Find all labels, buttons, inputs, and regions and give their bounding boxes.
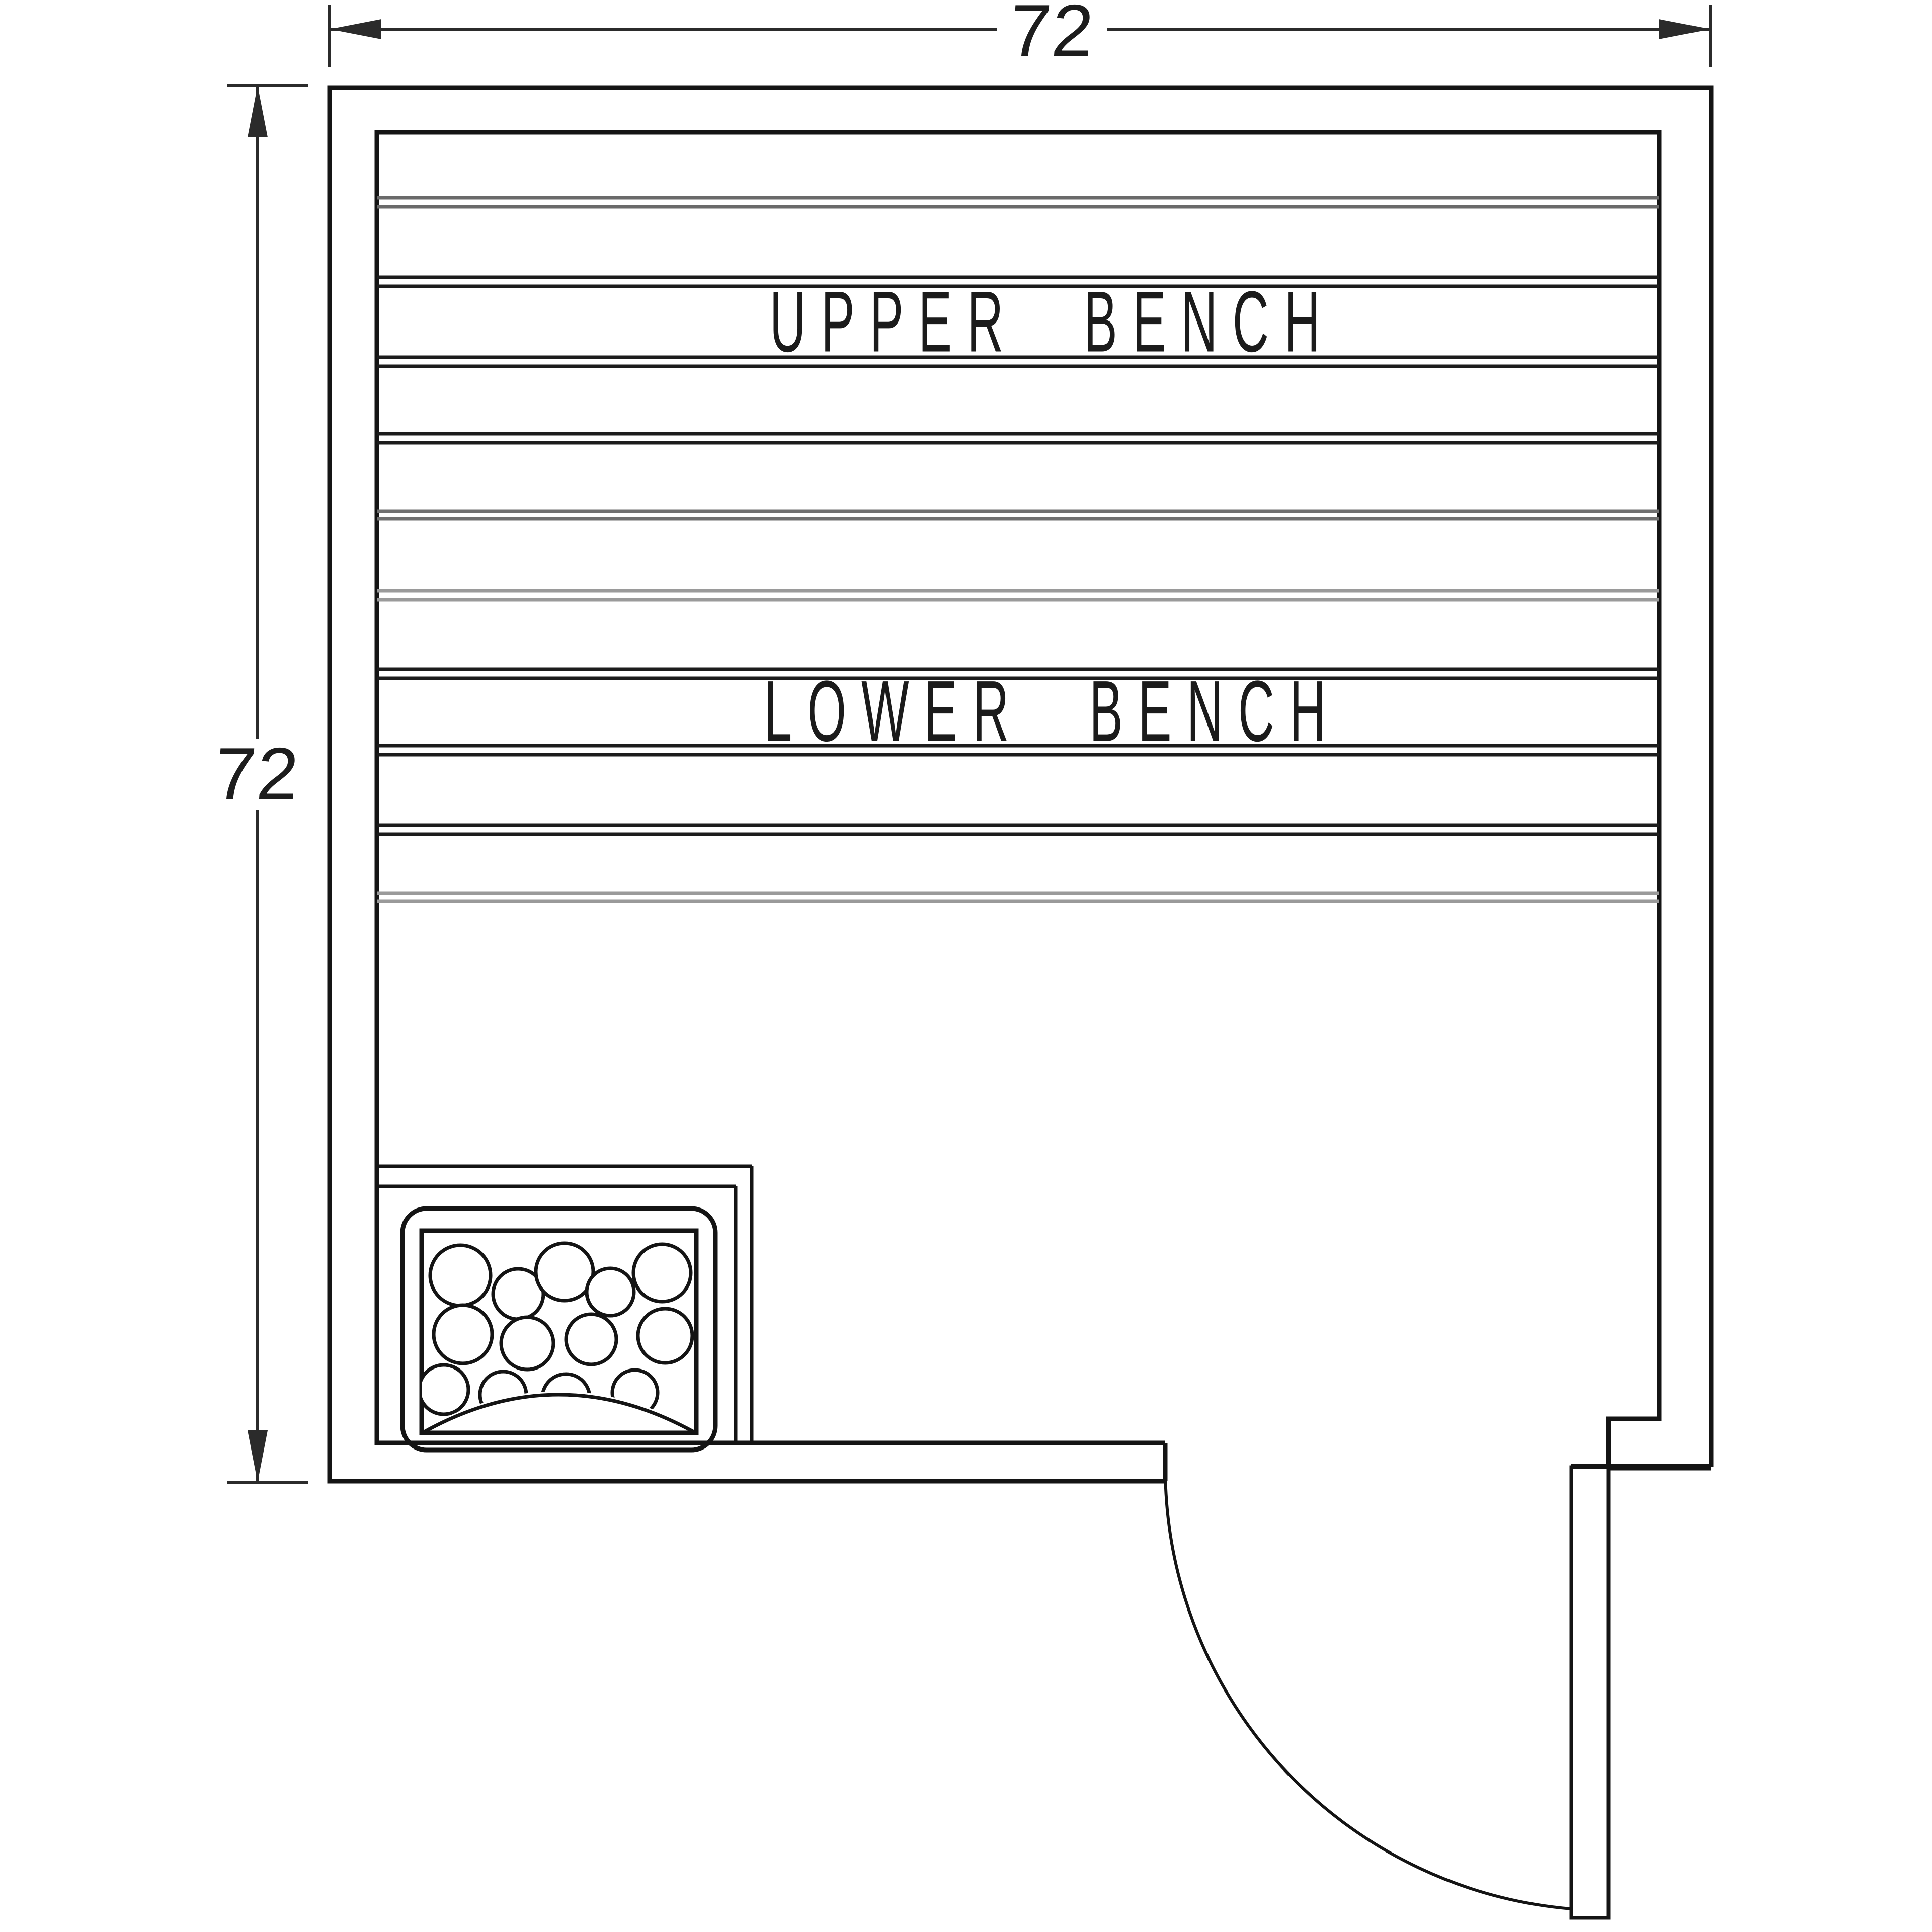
lower-bench (377, 667, 1659, 903)
heater-body-outline (400, 1206, 718, 1453)
upper-bench (377, 196, 1659, 602)
rock (585, 1266, 636, 1318)
heater (377, 1164, 754, 1453)
bench-planks (377, 196, 1659, 903)
rock (534, 1241, 595, 1303)
upper-bench-label: UPPER BENCH (769, 273, 1336, 371)
rock (499, 1315, 555, 1372)
rock (428, 1243, 493, 1308)
rock (631, 1242, 693, 1304)
rock (610, 1368, 660, 1417)
rock (636, 1307, 694, 1365)
rock (540, 1372, 592, 1423)
rock (422, 1363, 470, 1416)
rock (564, 1312, 618, 1366)
top-dim-arrow-left (330, 19, 381, 39)
rock (478, 1370, 528, 1420)
left-dim-arrow-bottom (248, 1430, 268, 1482)
door (1164, 1465, 1611, 1920)
heater-rock-tray (419, 1228, 699, 1435)
left-dimension-value: 72 (212, 733, 302, 816)
door-leaf (1569, 1465, 1611, 1920)
top-dim-arrow-right (1659, 19, 1711, 39)
heater-front-arc (423, 1393, 695, 1434)
left-dim-arrow-top (248, 86, 268, 137)
lower-bench-label: LOWER BENCH (764, 663, 1341, 760)
top-dimension (328, 5, 1712, 67)
heater-guard-rail (377, 1164, 754, 1443)
left-dimension (227, 84, 308, 1484)
outer-wall-outline (327, 85, 1714, 1484)
rock (432, 1303, 494, 1365)
top-dimension-value: 72 (1007, 0, 1097, 72)
door-swing-arc (1164, 1467, 1572, 1910)
inner-wall-outline (374, 130, 1662, 1467)
